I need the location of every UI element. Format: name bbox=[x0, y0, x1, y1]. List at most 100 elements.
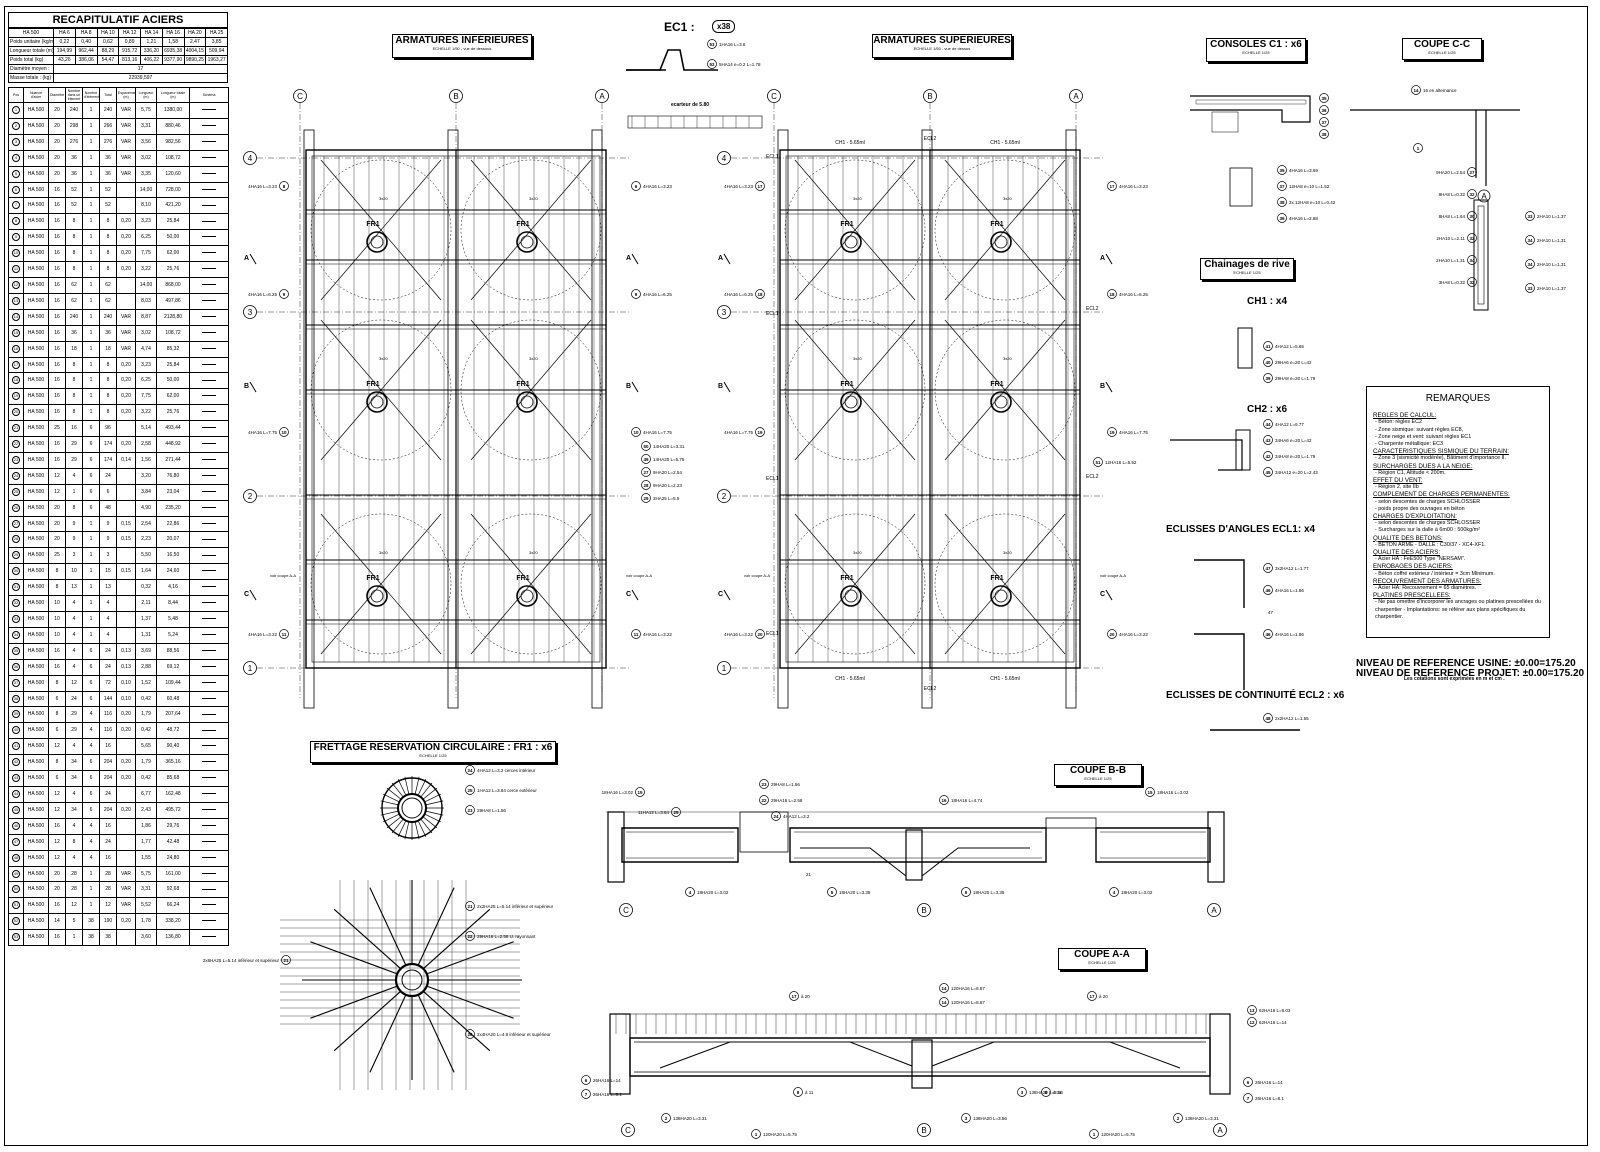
bar-shape-icon bbox=[189, 451, 229, 469]
coupecc-callout: 3HA8 L=0.32 bbox=[1439, 280, 1466, 285]
bar-pos-number: 28 bbox=[8, 531, 24, 549]
callout-number: 36 bbox=[1321, 108, 1327, 113]
coupebb-top-callout: 18HA16 L=4.74 bbox=[951, 798, 983, 803]
remarque-text: - Zone sismique: suivant règles EC8, bbox=[1375, 426, 1464, 433]
sup-left-callout: 4HA16 L=6.25 bbox=[724, 292, 753, 297]
remarque-heading: COMPLEMENT DE CHARGES PERMANENTES: bbox=[1373, 491, 1510, 499]
section-marker: C bbox=[244, 591, 249, 598]
section-marker-line bbox=[631, 253, 639, 265]
coupebb-title-text: COUPE B-B bbox=[1069, 765, 1127, 776]
section-marker: B bbox=[718, 383, 723, 390]
callout-number: 23 bbox=[761, 782, 767, 787]
callout-number: 52 bbox=[709, 62, 715, 67]
coupecc-section bbox=[1350, 109, 1520, 186]
callout-number: 50 bbox=[643, 444, 649, 449]
callout-number: 7 bbox=[585, 1092, 588, 1097]
fr1-label: FR1 bbox=[840, 575, 853, 582]
voir-coupe-text: voir coupe A-A bbox=[744, 573, 770, 578]
circular-opening-inner bbox=[370, 235, 384, 249]
coupecc-right-callout: 2HA10 L=1.37 bbox=[1537, 214, 1566, 219]
section-marker-line bbox=[723, 589, 731, 601]
callout-number: 2 bbox=[1177, 1116, 1180, 1121]
callout-number: 51 bbox=[1095, 460, 1101, 465]
remarque-text: - Ne pas omettre d'incorporer les ancrag… bbox=[1375, 599, 1541, 606]
remarque-text: - poids propre des ouvrages en béton bbox=[1375, 505, 1465, 512]
coupebb-slab-left bbox=[621, 827, 739, 863]
radial-bar bbox=[414, 776, 420, 795]
remarque-heading: CARACTERISTIQUES SISMIQUE DU TERRAIN: bbox=[1373, 448, 1510, 456]
sup-title: ARMATURES SUPERIEURES ECHELLE 1/50 - vue… bbox=[872, 34, 1012, 58]
radial-bar-long bbox=[417, 887, 455, 966]
radial-bar bbox=[424, 793, 441, 803]
coupeaa-bot-callout: 26HA16 L=14 bbox=[593, 1078, 621, 1083]
callout-number: 17 bbox=[757, 184, 763, 189]
dimension-text: 3x20 bbox=[529, 550, 538, 555]
frettage-top-callout: 4HA12 L=3.2 cerces intérieur bbox=[477, 768, 536, 773]
remarque-text: - BETON ARME - DALLE : C30/37 - XC4-XF1. bbox=[1375, 541, 1486, 548]
bars-header-cell: Longueur (m) bbox=[135, 87, 157, 103]
section-marker-line bbox=[1105, 253, 1113, 265]
radial-bar bbox=[383, 793, 400, 803]
remarque-text: - Zone neige et vent: suivant règles EC1 bbox=[1375, 433, 1472, 440]
fr1-label: FR1 bbox=[366, 575, 379, 582]
frettage-scale: ECHELLE 1/25 bbox=[419, 753, 447, 758]
ecl-label: ECL1 bbox=[766, 631, 779, 637]
ecl1-shape-2 bbox=[1194, 633, 1245, 690]
bar-shape-icon bbox=[189, 770, 229, 787]
ec1-callout: 5HA14 e=0.2 L=1.78 bbox=[719, 62, 761, 67]
remarque-text: - Acier HA: Recouvrement = 65 diamètres. bbox=[1375, 585, 1477, 592]
remarques-title: REMARQUES bbox=[1425, 393, 1491, 404]
frettage-top-callout: 29HA8 L=1.56 bbox=[477, 808, 506, 813]
callout-number: 10 bbox=[281, 430, 287, 435]
coupeaa-bot-callout: 120HA20 L=5.75 bbox=[763, 1132, 797, 1137]
opening bbox=[401, 969, 423, 991]
radial-bar-long bbox=[422, 990, 491, 1052]
coupebb-top-callout: 29HA8 L=1.56 bbox=[771, 782, 800, 787]
callout-number: 32 bbox=[1469, 236, 1475, 241]
console-callout: 4HA16 L=3.69 bbox=[1289, 168, 1318, 173]
callout-number: 6 bbox=[585, 1078, 588, 1083]
callout-number: 48 bbox=[1265, 716, 1271, 721]
section-marker-line bbox=[631, 589, 639, 601]
coupebb-bot-callout: 21 bbox=[806, 872, 812, 877]
plan-axis-c-label: C bbox=[771, 92, 777, 101]
coupebb-bot-callout: 18HA20 L=3.35 bbox=[973, 890, 1005, 895]
recap-title: RECAPITULATIF ACIERS bbox=[8, 12, 228, 28]
coupebb-console bbox=[739, 811, 789, 853]
callout-number: 14 bbox=[941, 1000, 947, 1005]
coupecc-top-callout: 15 en alternance bbox=[1423, 88, 1457, 93]
coupecc-right-callout: 2HA10 L=1.31 bbox=[1537, 262, 1566, 267]
fr1-label: FR1 bbox=[516, 381, 529, 388]
callout-number: 33 bbox=[1527, 214, 1533, 219]
callout-number: 10 bbox=[633, 430, 639, 435]
callout-number: 27 bbox=[643, 470, 649, 475]
dimension-text: 3x20 bbox=[379, 550, 388, 555]
remarque-text: - Béton: règles EC2 bbox=[1375, 419, 1423, 426]
section-marker-line bbox=[249, 589, 257, 601]
remarque-heading: SURCHARGES DUES A LA NEIGE: bbox=[1373, 462, 1473, 470]
remarque-text: charpentier - Implantations: se référer … bbox=[1375, 606, 1526, 620]
circular-opening-inner bbox=[994, 235, 1008, 249]
remarque-heading: QUALITE DES BETONS: bbox=[1373, 534, 1443, 542]
radial-bar-long bbox=[310, 941, 398, 975]
bar-pos-number: 30 bbox=[8, 563, 24, 581]
callout-number: 33 bbox=[1527, 286, 1533, 291]
console-callout: 4HA16 L=2.88 bbox=[1289, 216, 1318, 221]
radial-bar bbox=[417, 779, 427, 796]
ecl1-callout: 4HA16 L=1.86 bbox=[1275, 632, 1304, 637]
plan-row-1-label: 1 bbox=[248, 664, 253, 673]
frettage-left-callout: 2x6HA25 L=5.14 inférieur et supérieur bbox=[203, 958, 280, 963]
ch2-callout: 4HA12 L=6.77 bbox=[1275, 422, 1304, 427]
ch2-box bbox=[1235, 429, 1251, 471]
summary-value: 22939,597 bbox=[53, 73, 228, 83]
dimension-text: 3x20 bbox=[529, 356, 538, 361]
console-rebar bbox=[1195, 99, 1307, 105]
callout-number: 22 bbox=[761, 798, 767, 803]
coupeaa-bot-callout: 26HA16 L=8.1 bbox=[593, 1092, 622, 1097]
callout-number: 49 bbox=[643, 457, 649, 462]
coupebb-bot-callout: 18HA20 L=3.02 bbox=[1121, 890, 1153, 895]
